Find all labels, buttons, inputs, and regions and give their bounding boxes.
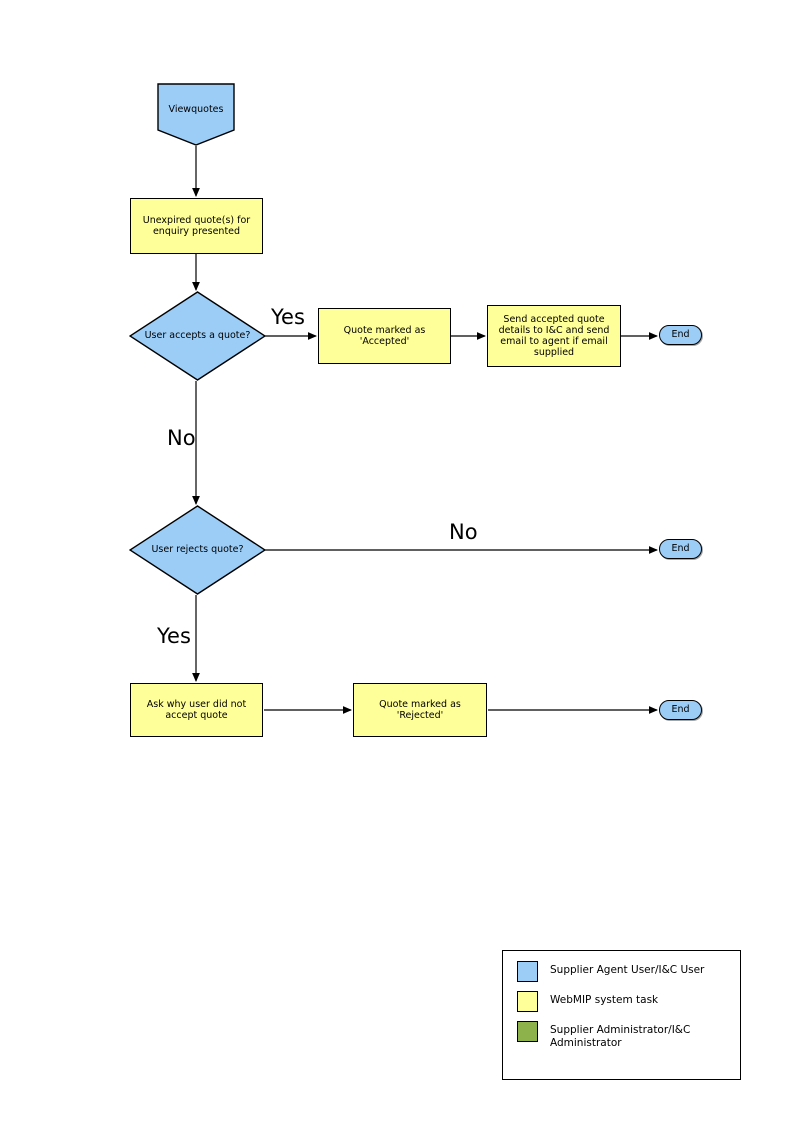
branch-label-no-accepts: No [167, 426, 196, 450]
node-quote-marked-rejected-label: Quote marked as 'Rejected' [379, 698, 461, 721]
node-end-2-label: End [671, 543, 690, 555]
node-quote-marked-accepted[interactable]: Quote marked as 'Accepted' [318, 308, 451, 364]
node-end-3[interactable]: End [659, 700, 702, 720]
node-send-accepted-quote-details[interactable]: Send accepted quote details to I&C and s… [487, 305, 621, 367]
branch-label-yes-rejects: Yes [157, 624, 191, 648]
node-quote-marked-accepted-label: Quote marked as 'Accepted' [343, 324, 426, 347]
node-end-1[interactable]: End [659, 325, 702, 345]
legend-item-supplier-agent-user: Supplier Agent User/I&C User [517, 961, 730, 982]
pentagon-shape [157, 83, 235, 146]
node-end-2[interactable]: End [659, 539, 702, 559]
node-decision-user-rejects[interactable]: User rejects quote? [129, 505, 266, 595]
legend-label-supplier-agent-user: Supplier Agent User/I&C User [550, 964, 705, 976]
node-decision-user-accepts[interactable]: User accepts a quote? [129, 291, 266, 381]
diamond-shape [129, 291, 266, 381]
node-decision-user-accepts-label: User accepts a quote? [144, 330, 251, 342]
node-unexpired-quotes[interactable]: Unexpired quote(s) for enquiry presented [130, 198, 263, 254]
branch-label-no-rejects: No [449, 520, 478, 544]
legend-swatch-yellow [517, 991, 538, 1012]
legend-item-supplier-administrator: Supplier Administrator/I&C Administrator [517, 1021, 730, 1050]
legend-swatch-green [517, 1021, 538, 1042]
diamond-shape [129, 505, 266, 595]
legend-label-webmip-system-task: WebMIP system task [550, 994, 659, 1006]
node-start-viewquotes[interactable]: Viewquotes [157, 83, 235, 146]
legend-box: Supplier Agent User/I&C User WebMIP syst… [502, 950, 741, 1080]
node-end-3-label: End [671, 704, 690, 716]
node-end-1-label: End [671, 329, 690, 341]
node-ask-why-not-accepted[interactable]: Ask why user did not accept quote [130, 683, 263, 737]
node-ask-why-not-accepted-label: Ask why user did not accept quote [146, 698, 247, 721]
node-quote-marked-rejected[interactable]: Quote marked as 'Rejected' [353, 683, 487, 737]
node-start-label: Viewquotes [168, 104, 224, 115]
legend-swatch-blue [517, 961, 538, 982]
legend-item-webmip-system-task: WebMIP system task [517, 991, 730, 1012]
branch-label-yes-accepts: Yes [271, 305, 305, 329]
node-decision-user-rejects-label: User rejects quote? [151, 544, 244, 556]
node-send-accepted-quote-details-label: Send accepted quote details to I&C and s… [498, 313, 610, 359]
legend-label-supplier-administrator: Supplier Administrator/I&C Administrator [550, 1024, 691, 1050]
node-unexpired-quotes-label: Unexpired quote(s) for enquiry presented [142, 214, 251, 237]
